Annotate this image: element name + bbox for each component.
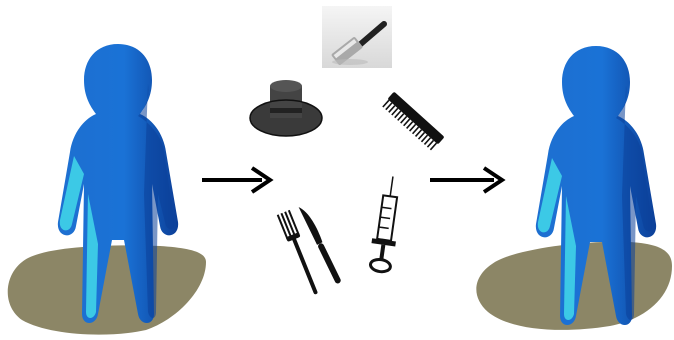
arrow-right-icon <box>202 168 270 192</box>
comb-icon <box>381 92 444 152</box>
razor-icon <box>322 6 392 68</box>
top-hat-icon <box>250 80 322 136</box>
arrow-right-icon <box>430 168 502 192</box>
syringe-icon <box>368 175 405 273</box>
fork-and-knife-icon <box>277 204 343 297</box>
